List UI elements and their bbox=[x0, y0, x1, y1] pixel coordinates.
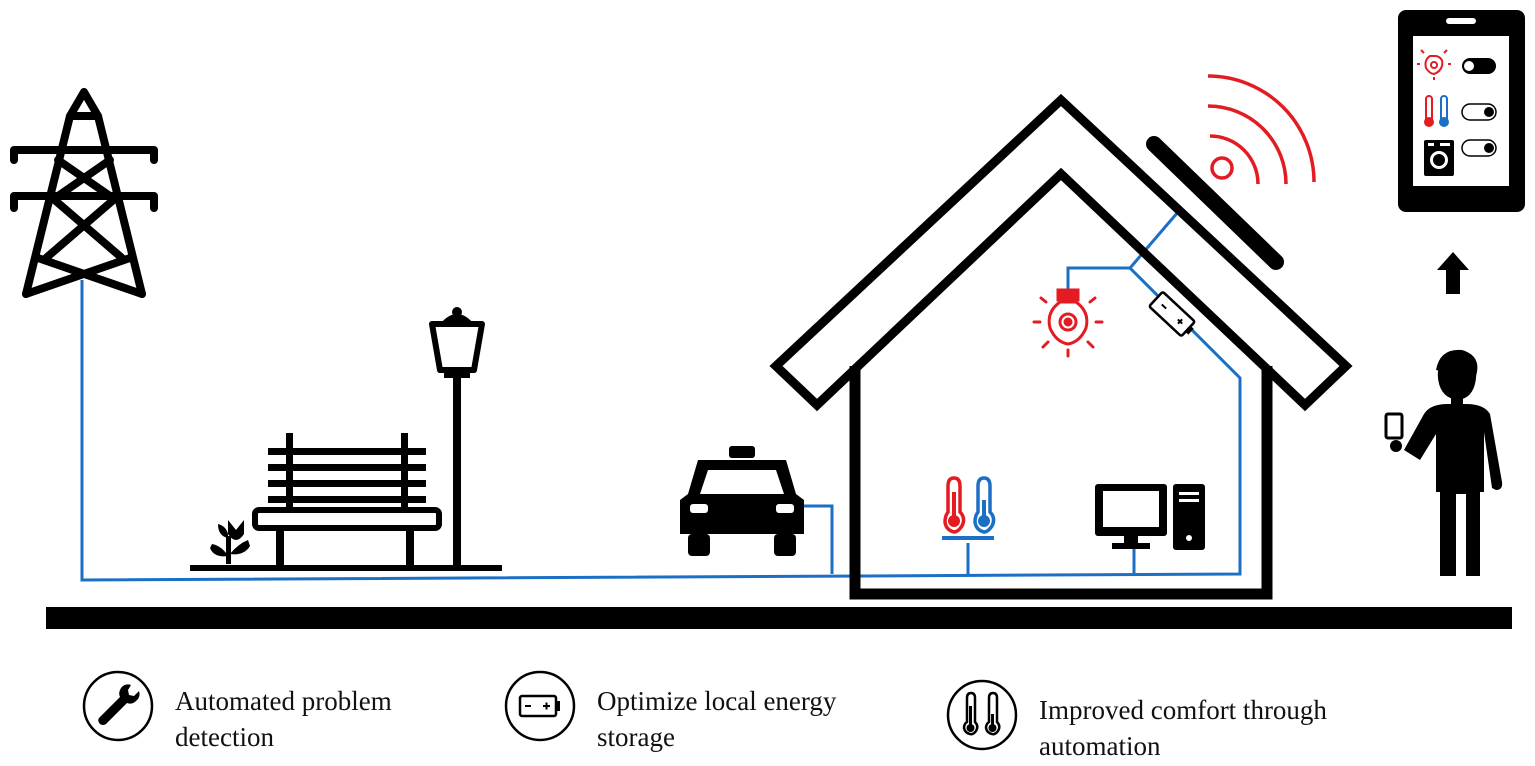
legend-label-line2: detection bbox=[175, 722, 274, 752]
flower-icon bbox=[210, 520, 250, 564]
battery-icon bbox=[1148, 291, 1196, 337]
ground-line bbox=[46, 607, 1512, 629]
wrench-icon bbox=[82, 670, 154, 742]
legend-item-comfort-automation: Improved comfort through automation bbox=[945, 678, 1327, 764]
smartphone-app-icon bbox=[1398, 10, 1525, 212]
wifi-signal-icon bbox=[1207, 74, 1316, 185]
car-icon bbox=[680, 446, 804, 556]
desktop-computer-icon bbox=[1095, 484, 1205, 550]
solar-panel-icon bbox=[1146, 136, 1284, 270]
power-wiring bbox=[80, 211, 1242, 582]
legend-item-energy-storage: Optimize local energy storage bbox=[503, 669, 836, 755]
legend-label-line1: Improved comfort through bbox=[1039, 695, 1327, 725]
thermometers-icon bbox=[946, 679, 1018, 751]
legend-label: Improved comfort through automation bbox=[1039, 692, 1327, 764]
person-with-phone-icon bbox=[1384, 349, 1503, 576]
legend-label-line2: storage bbox=[597, 722, 675, 752]
legend-label-line1: Automated problem bbox=[175, 686, 392, 716]
power-pylon-icon bbox=[10, 88, 158, 298]
battery-icon bbox=[504, 670, 576, 742]
thermometer-icon bbox=[942, 476, 996, 540]
legend-label-line2: automation bbox=[1039, 731, 1161, 761]
smart-home-scene bbox=[10, 10, 1525, 629]
street-lamp-icon bbox=[429, 307, 485, 568]
legend-label-line1: Optimize local energy bbox=[597, 686, 837, 716]
light-bulb-icon bbox=[1032, 288, 1104, 358]
legend-label: Automated problem detection bbox=[175, 683, 392, 755]
up-arrow-icon bbox=[1437, 252, 1469, 294]
park-bench-icon bbox=[190, 433, 502, 571]
house-icon bbox=[769, 93, 1353, 600]
legend-item-problem-detection: Automated problem detection bbox=[81, 669, 392, 755]
legend-label: Optimize local energy storage bbox=[597, 683, 836, 755]
